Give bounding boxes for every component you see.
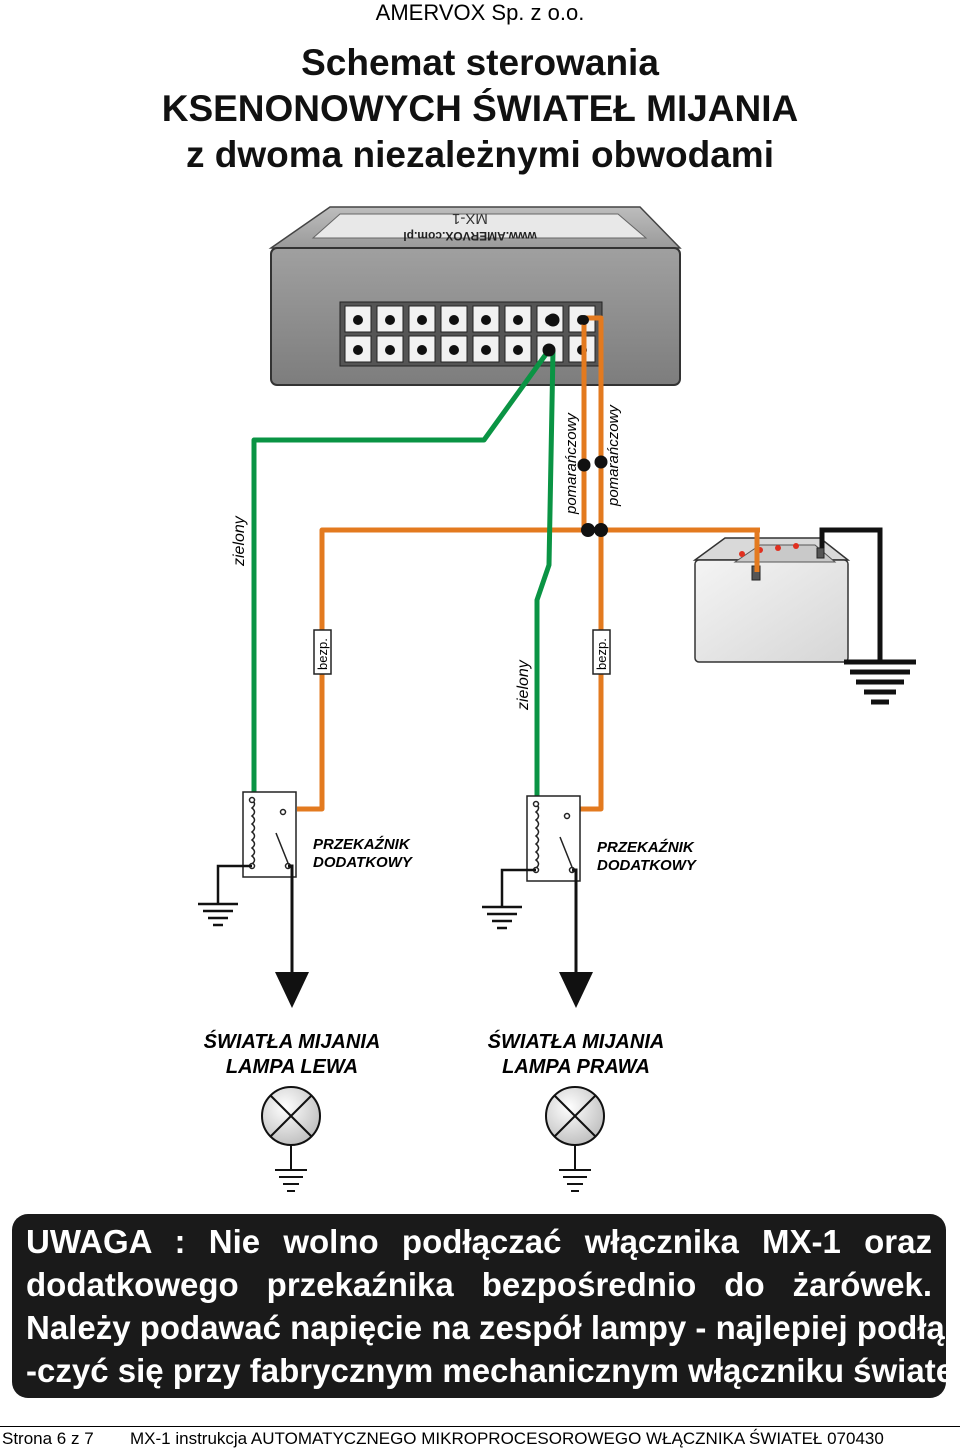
fuse-right: bezp. — [592, 629, 611, 675]
relay-right-ground — [482, 868, 536, 930]
orange-wires — [297, 315, 760, 812]
connector-pin — [417, 315, 427, 325]
device-website-label: www.AMERVOX.com.pl — [403, 229, 537, 243]
fuse-left: bezp. — [313, 629, 332, 675]
title-line-2: KSENONOWYCH ŚWIATEŁ MIJANIA — [161, 88, 799, 129]
lamp-right-label-1: ŚWIATŁA MIJANIA — [488, 1029, 665, 1053]
page-title: Schemat sterowania KSENONOWYCH ŚWIATEŁ M… — [0, 40, 960, 178]
connector-pin-socket — [344, 335, 372, 363]
title-line-1: Schemat sterowania — [301, 42, 659, 83]
relay-left-label-2: DODATKOWY — [313, 854, 414, 871]
lamp-right-label-2: LAMPA PRAWA — [502, 1056, 650, 1078]
connector-pin — [385, 315, 395, 325]
warning-line-3: Należy podawać napięcie na zespół lampy … — [26, 1309, 956, 1346]
relay-left-ground — [198, 864, 252, 927]
connector-pin — [481, 345, 491, 355]
wire-label-green-left: zielony — [231, 515, 248, 567]
output-arrow-left — [275, 864, 309, 1008]
wire-label-orange-2: pomarańczowy — [605, 404, 622, 507]
warning-box: UWAGA : Nie wolno podłączać włącznika MX… — [12, 1214, 960, 1398]
fuse-left-label: bezp. — [315, 638, 330, 670]
connector-pin-socket — [408, 335, 436, 363]
connector-pin-socket — [408, 305, 436, 333]
connector-pin — [449, 315, 459, 325]
lamp-left-label-2: LAMPA LEWA — [226, 1056, 358, 1078]
warning-line-1: UWAGA : Nie wolno podłączać włącznika MX… — [26, 1223, 932, 1260]
title-line-3: z dwoma niezależnymi obwodami — [186, 134, 774, 175]
device-model-label: MX-1 — [452, 210, 488, 227]
connector-pin — [385, 345, 395, 355]
relay-left — [242, 791, 297, 878]
company-name: AMERVOX Sp. z o.o. — [375, 0, 585, 25]
warning-line-2: dodatkowego przekaźnika bezpośrednio do … — [26, 1266, 932, 1303]
lamp-right-icon — [545, 1086, 605, 1192]
green-wire-left — [251, 348, 552, 802]
relay-left-label-1: PRZEKAŹNIK — [313, 836, 411, 853]
connector-pin — [353, 315, 363, 325]
relay-right — [526, 795, 581, 882]
document-title: MX-1 instrukcja AUTOMATYCZNEGO MIKROPROC… — [130, 1429, 884, 1448]
fuse-right-label: bezp. — [594, 638, 609, 670]
page-number: Strona 6 z 7 — [2, 1429, 94, 1448]
connector-pin — [513, 315, 523, 325]
wiring-diagram: MX-1 www.AMERVOX.com.pl — [198, 206, 916, 1192]
warning-line-4: -czyć się przy fabrycznym mechanicznym w… — [26, 1352, 960, 1389]
connector-pin — [449, 345, 459, 355]
relay-right-label-1: PRZEKAŹNIK — [597, 839, 695, 856]
green-wires — [251, 348, 556, 802]
battery-ground-symbol — [819, 527, 916, 705]
green-wire-right — [534, 349, 556, 802]
lamp-left-icon — [261, 1086, 321, 1192]
orange-wire-right — [580, 530, 604, 812]
connector-pin — [353, 345, 363, 355]
connector-pin — [417, 345, 427, 355]
output-arrow-right — [559, 868, 593, 1008]
connector-pin — [513, 345, 523, 355]
battery — [692, 537, 851, 663]
wire-label-orange-1: pomarańczowy — [563, 412, 580, 515]
lamp-left-label-1: ŚWIATŁA MIJANIA — [204, 1029, 381, 1053]
wire-label-green-right: zielony — [515, 659, 532, 711]
junction-dots — [542, 313, 608, 537]
connector-pin — [481, 315, 491, 325]
relay-right-label-2: DODATKOWY — [597, 857, 698, 874]
page-footer: Strona 6 z 7 MX-1 instrukcja AUTOMATYCZN… — [0, 1426, 960, 1449]
